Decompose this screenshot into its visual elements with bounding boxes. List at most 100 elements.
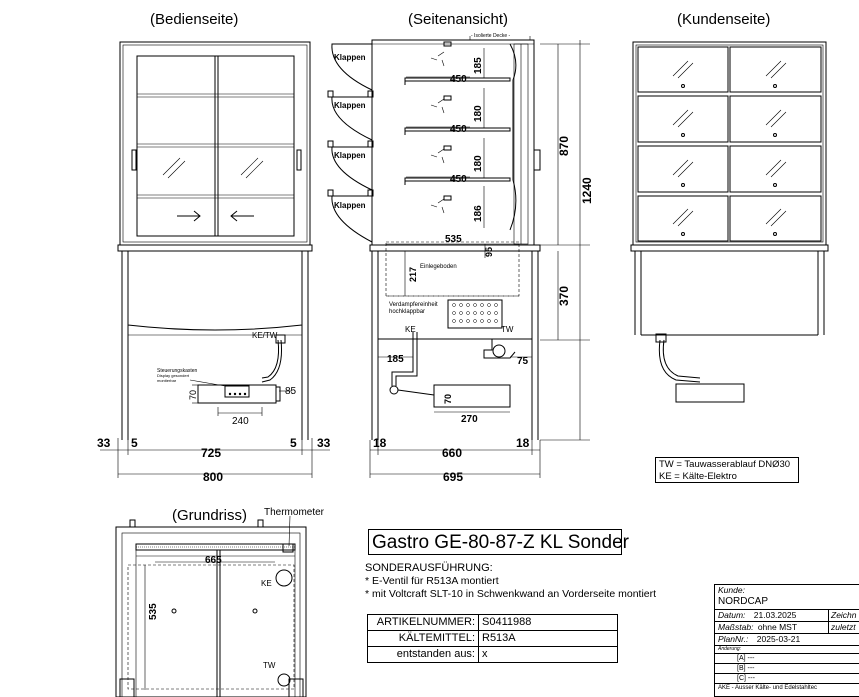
dim-side-total: 695 <box>443 470 463 484</box>
dim-box-h-side: 70 <box>443 394 453 404</box>
side-dimensions <box>369 40 590 478</box>
dim-side-inner: 660 <box>442 446 462 460</box>
label-flap-2: Klappen <box>334 101 366 110</box>
label-floor-tw: TW <box>263 661 276 670</box>
label-evaporator: Verdampfereinheit <box>389 302 438 308</box>
label-control-box-sub2: montierbar <box>157 378 177 383</box>
title-side-view: (Seitenansicht) <box>408 11 508 28</box>
label-shelf-bottom: Einlegeboden <box>420 264 457 270</box>
label-evaporator-line2: hochklappbar <box>389 309 425 315</box>
dim-box-h-front: 70 <box>188 390 198 400</box>
front-dimensions <box>100 384 330 478</box>
label-side-ke: KE <box>405 325 416 334</box>
tb-last-label: zuletzt <box>828 622 856 633</box>
legend-tw: TW = Tauwasserablauf DNØ30 <box>659 459 791 470</box>
tb-date: 21.03.2025 <box>753 610 797 620</box>
tb-scale-label: Maßstab: <box>718 622 754 632</box>
tb-scale-row: Maßstab: ohne MST zuletzt <box>715 622 859 634</box>
dim-inner-h: 217 <box>408 267 418 282</box>
dim-shelf-spacing-4: 186 <box>473 205 484 222</box>
customer-view <box>630 41 829 403</box>
tb-rev-a-val: --- <box>747 655 755 662</box>
label-ke-tw: KE/TW <box>252 331 278 340</box>
tb-plan-row: PlanNr.: 2025-03-21 <box>715 634 859 646</box>
dim-shelf-spacing-2: 180 <box>473 105 484 122</box>
legend-ke: KE = Kälte-Elektro <box>659 471 737 482</box>
label-insulated-cover: - Isolierte Decke - <box>471 33 511 39</box>
tb-rev-b-label: [B] <box>737 665 746 672</box>
dim-side-edge-r: 18 <box>516 436 530 450</box>
dim-side-h1: 870 <box>557 136 571 156</box>
title-operator-side: (Bedienseite) <box>150 11 238 28</box>
dim-side-h2: 370 <box>557 286 571 306</box>
article-value: S0411988 <box>478 614 618 631</box>
tb-plan: 2025-03-21 <box>756 634 801 644</box>
label-control-box-sub1: Display gesondert <box>157 373 190 378</box>
label-flap-3: Klappen <box>334 151 366 160</box>
label-side-tw: TW <box>501 325 514 334</box>
special-heading: SONDERAUSFÜHRUNG: <box>365 562 493 574</box>
dim-shelf-depth-2: 450 <box>450 124 467 135</box>
dim-side-h-total: 1240 <box>580 177 594 204</box>
tb-rev-a-label: [A] <box>737 655 746 662</box>
label-control-box: Steuerungskasten <box>157 368 198 374</box>
dim-front-edge-l: 33 <box>97 436 111 450</box>
tb-customer-label: Kunde: <box>718 585 745 595</box>
tb-customer: NORDCAP <box>718 596 769 607</box>
tb-rev-b-val: --- <box>747 665 755 672</box>
tb-rev-c: [C] --- <box>715 674 859 684</box>
title-block: Kunde: NORDCAP Datum: 21.03.2025 Zeichn … <box>714 584 859 697</box>
dim-floor-d: 535 <box>148 603 159 620</box>
special-notes: SONDERAUSFÜHRUNG: * E-Ventil für R513A m… <box>365 562 656 601</box>
dim-box-offset-front: 85 <box>285 386 297 397</box>
article-key: KÄLTEMITTEL: <box>367 630 479 647</box>
article-key: ARTIKELNUMMER: <box>367 614 479 631</box>
tb-date-row: Datum: 21.03.2025 Zeichn <box>715 610 859 622</box>
tb-rev-b: [B] --- <box>715 664 859 674</box>
special-line-1: * E-Ventil für R513A montiert <box>365 575 499 587</box>
tb-rev-c-label: [C] <box>737 675 746 682</box>
front-view <box>117 41 313 440</box>
article-value: R513A <box>478 630 618 647</box>
dim-shelf-depth-1: 450 <box>450 74 467 85</box>
dim-front-inner-w: 725 <box>201 446 221 460</box>
table-row: entstanden aus:x <box>367 646 618 663</box>
tb-rev-a: [A] --- <box>715 654 859 664</box>
product-title: Gastro GE-80-87-Z KL Sonder <box>368 529 629 555</box>
title-floor-plan: (Grundriss) <box>172 507 247 524</box>
tb-scale: ohne MST <box>757 622 798 632</box>
special-line-2: * mit Voltcraft SLT-10 in Schwenkwand an… <box>365 588 657 600</box>
label-floor-ke: KE <box>261 579 272 588</box>
label-flap-4: Klappen <box>334 201 366 210</box>
dim-shelf-depth-3: 450 <box>450 174 467 185</box>
legend-box: TW = Tauwasserablauf DNØ30 KE = Kälte-El… <box>655 457 799 483</box>
title-customer-side: (Kundenseite) <box>677 11 770 28</box>
dim-shelf-spacing-1: 185 <box>473 57 484 74</box>
tb-date-label: Datum: <box>718 610 746 620</box>
tb-change-row: Änderung: <box>715 646 859 654</box>
dim-evap-h: 95 <box>484 247 494 257</box>
flaps <box>327 43 374 243</box>
table-row: ARTIKELNUMMER:S0411988 <box>367 614 618 631</box>
table-row: KÄLTEMITTEL:R513A <box>367 630 618 647</box>
dim-front-inner-r: 5 <box>290 436 297 450</box>
dim-box-w-front: 240 <box>232 416 249 427</box>
article-key: entstanden aus: <box>367 646 479 663</box>
dim-right-offset: 75 <box>517 356 529 367</box>
dim-front-edge-r: 33 <box>317 436 331 450</box>
tb-change-label: Änderung: <box>718 646 742 652</box>
tb-rev-c-val: --- <box>747 675 755 682</box>
dim-front-inner-l: 5 <box>131 436 138 450</box>
tb-drawn-label: Zeichn <box>828 610 857 621</box>
tb-footer: AKE - Ausser Kälte- und Edelstahltec <box>718 685 818 691</box>
dim-side-edge-l: 18 <box>373 436 387 450</box>
dim-shelf-spacing-3: 180 <box>473 155 484 172</box>
tb-customer-row: Kunde: NORDCAP <box>715 585 859 610</box>
dim-front-total: 800 <box>203 470 223 484</box>
label-flap-1: Klappen <box>334 53 366 62</box>
dim-inner-depth: 535 <box>445 234 462 245</box>
dim-box-w-side: 270 <box>461 414 478 425</box>
dim-left-offset: 185 <box>387 354 404 365</box>
tb-plan-label: PlanNr.: <box>718 634 749 644</box>
